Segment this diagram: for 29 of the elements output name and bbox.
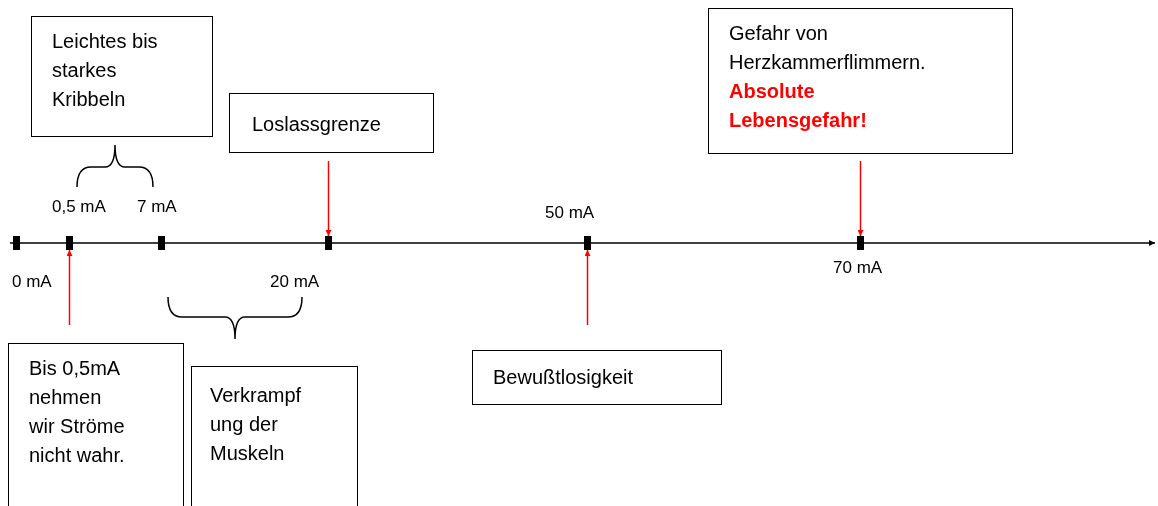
box-text: Verkrampf ung der Muskeln <box>210 383 303 466</box>
box-text: Leichtes bis starkes Kribbeln <box>52 29 159 112</box>
arrow <box>584 249 591 326</box>
box-text: Loslassgrenze <box>252 112 382 137</box>
text-box <box>31 16 213 137</box>
tick-mark <box>857 236 864 250</box>
axis-value-label: 20 mA <box>270 272 320 292</box>
text-box <box>229 93 434 153</box>
warning-text: Absolute Lebensgefahr! <box>729 79 868 133</box>
box-text: Bewußtlosigkeit <box>493 365 635 390</box>
axis-value-label: 0,5 mA <box>52 197 106 217</box>
arrow <box>66 249 73 326</box>
tick-mark <box>584 236 591 250</box>
text-box <box>472 350 722 405</box>
arrow <box>325 160 332 237</box>
axis-value-label: 7 mA <box>137 197 177 217</box>
tick-mark <box>325 236 332 250</box>
box-text: Gefahr von Herzkammerflimmern. <box>729 21 927 75</box>
tick-mark <box>158 236 165 250</box>
axis-value-label: 50 mA <box>545 203 595 223</box>
arrow <box>857 160 864 237</box>
text-box <box>8 343 184 506</box>
axis-value-label: 0 mA <box>12 272 52 292</box>
text-box <box>708 8 1013 154</box>
tick-mark <box>13 236 20 250</box>
tick-mark <box>66 236 73 250</box>
box-text: Bis 0,5mA nehmen wir Ströme nicht wahr. <box>29 356 126 468</box>
text-box <box>191 366 358 506</box>
axis-value-label: 70 mA <box>833 258 883 278</box>
